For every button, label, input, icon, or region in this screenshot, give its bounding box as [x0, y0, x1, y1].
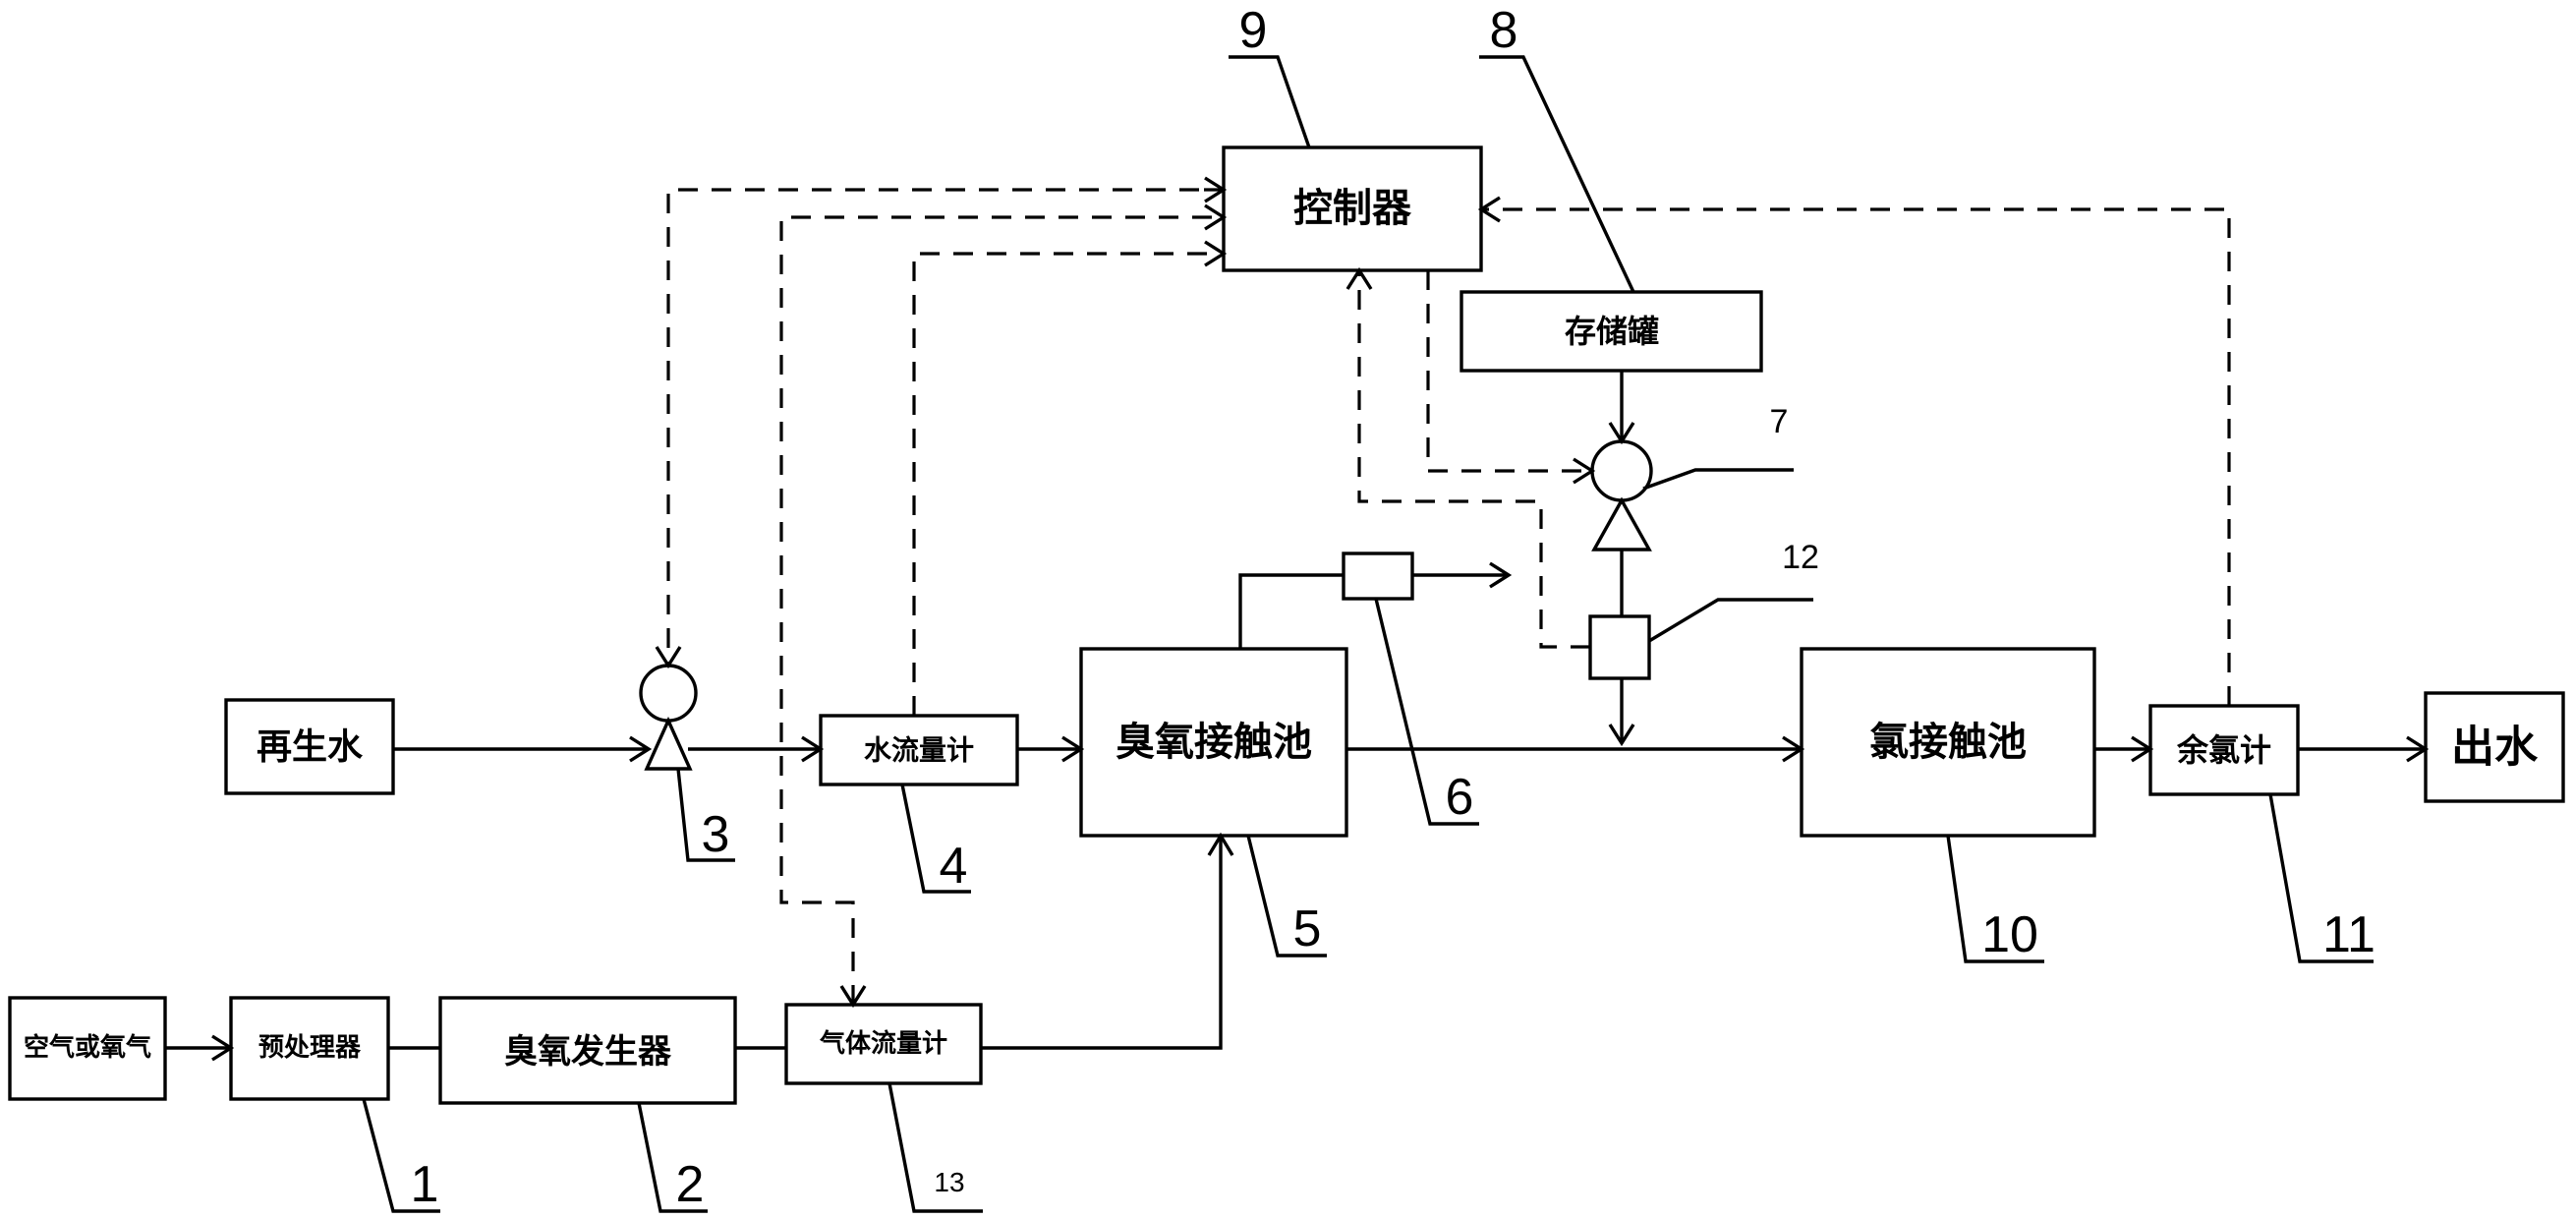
callout-leader-6	[1374, 598, 1479, 826]
clmeter-to-ctrl-arrow	[1477, 196, 1501, 223]
gasmeter-feedback-arrow	[839, 985, 867, 1009]
callout-number-1: 1	[411, 1156, 439, 1213]
offgas-line	[1238, 573, 1344, 649]
ozone-contact-tank-label: 臭氧接触池	[1116, 720, 1312, 765]
callout-number-5: 5	[1293, 900, 1322, 958]
chlorine-contact-tank-label: 氯接触池	[1869, 720, 2027, 765]
chlorine-contact-tank-box	[1800, 647, 2096, 838]
callout-leader-7	[1642, 468, 1794, 491]
pretreatment-label: 预处理器	[258, 1033, 362, 1063]
ozone-generator-label: 臭氧发生器	[504, 1032, 672, 1072]
sampler12-to-ctrl-arrow	[1345, 266, 1373, 290]
callout-number-3: 3	[702, 806, 730, 863]
callout-number-12: 12	[1782, 539, 1819, 576]
gasmeter-to-ozone-tank-arrow	[1207, 832, 1234, 856]
regen-to-pump-arrow	[629, 735, 653, 763]
callout-leader-1	[362, 1098, 440, 1213]
ozone-contact-tank-box	[1079, 647, 1348, 838]
callout-leader-11	[2268, 793, 2374, 963]
ozone-sampling-port-box	[1342, 551, 1414, 601]
storage-to-pump-arrow	[1608, 422, 1635, 445]
callout-leader-12	[1648, 598, 1813, 643]
callout-leader-2	[637, 1102, 708, 1213]
gasmeter-to-ctrl-signal	[779, 215, 1224, 1005]
dosing-pump-7	[1590, 439, 1653, 551]
offgas-out-arrow	[1489, 561, 1513, 589]
callout-number-11: 11	[2322, 906, 2376, 963]
air-oxygen-box	[8, 996, 167, 1101]
pump-to-watermeter-arrow	[801, 735, 825, 763]
pretreatment-box	[229, 996, 390, 1101]
callout-leader-3	[676, 768, 735, 862]
outlet-water-label: 出水	[2451, 723, 2539, 773]
callout-leader-5	[1246, 835, 1327, 958]
callout-number-6: 6	[1446, 769, 1474, 826]
watermeter-to-ctrl-arrow	[1204, 240, 1228, 267]
watermeter-to-ozone-tank-arrow	[1061, 735, 1085, 763]
callout-leader-4	[900, 784, 971, 894]
regenerated-water-label: 再生水	[257, 727, 364, 768]
callout-number-9: 9	[1239, 2, 1268, 59]
sampler-to-main-arrow	[1608, 724, 1635, 747]
callout-number-10: 10	[1981, 906, 2038, 963]
callout-leader-13	[887, 1082, 983, 1213]
controller-box	[1222, 145, 1483, 272]
outlet-water-box	[2424, 691, 2565, 803]
dosing-sampling-port-box	[1588, 614, 1651, 680]
regenerated-water-box	[224, 698, 395, 795]
watermeter-to-ctrl-signal	[912, 252, 1224, 716]
air-oxygen-label: 空气或氧气	[24, 1032, 151, 1063]
ctrl-to-pump7-arrow	[1573, 457, 1596, 485]
gasmeter-to-ozone-tank-line	[981, 836, 1223, 1050]
ctrl-input-arrow-top	[1204, 176, 1228, 203]
callout-number-2: 2	[676, 1156, 705, 1213]
callout-number-13: 13	[934, 1167, 964, 1197]
callout-leader-8	[1479, 55, 1635, 293]
gas-flowmeter-label: 气体流量计	[819, 1028, 947, 1059]
callout-number-8: 8	[1490, 2, 1518, 59]
gas-flowmeter-box	[784, 1003, 983, 1085]
ozone-generator-box	[438, 996, 737, 1105]
ozone-tank-to-chlorine-tank-arrow	[1782, 735, 1805, 763]
residual-chlorine-meter-label: 余氯计	[2176, 731, 2271, 769]
meter-to-outlet-arrow	[2406, 735, 2430, 763]
callout-leader-9	[1229, 55, 1311, 148]
gasmeter-to-ctrl-arrow	[1204, 203, 1228, 231]
storage-tank-label: 存储罐	[1565, 313, 1659, 350]
storage-tank-box	[1460, 290, 1763, 373]
ctrl-to-pump3-signal	[666, 188, 1199, 666]
sampler12-to-ctrl-signal	[1357, 270, 1590, 649]
callout-leader-10	[1946, 835, 2044, 963]
ctrl-to-pump7-signal	[1426, 270, 1592, 473]
chlorine-tank-to-meter-arrow	[2131, 735, 2154, 763]
callout-number-7: 7	[1770, 403, 1789, 440]
air-to-pretreat-arrow	[211, 1034, 235, 1062]
water-flowmeter-label: 水流量计	[864, 734, 974, 767]
water-pump-3	[639, 664, 698, 771]
controller-label: 控制器	[1293, 186, 1412, 231]
ctrl-to-pump3-arrow	[655, 646, 682, 669]
callout-number-4: 4	[940, 838, 968, 895]
